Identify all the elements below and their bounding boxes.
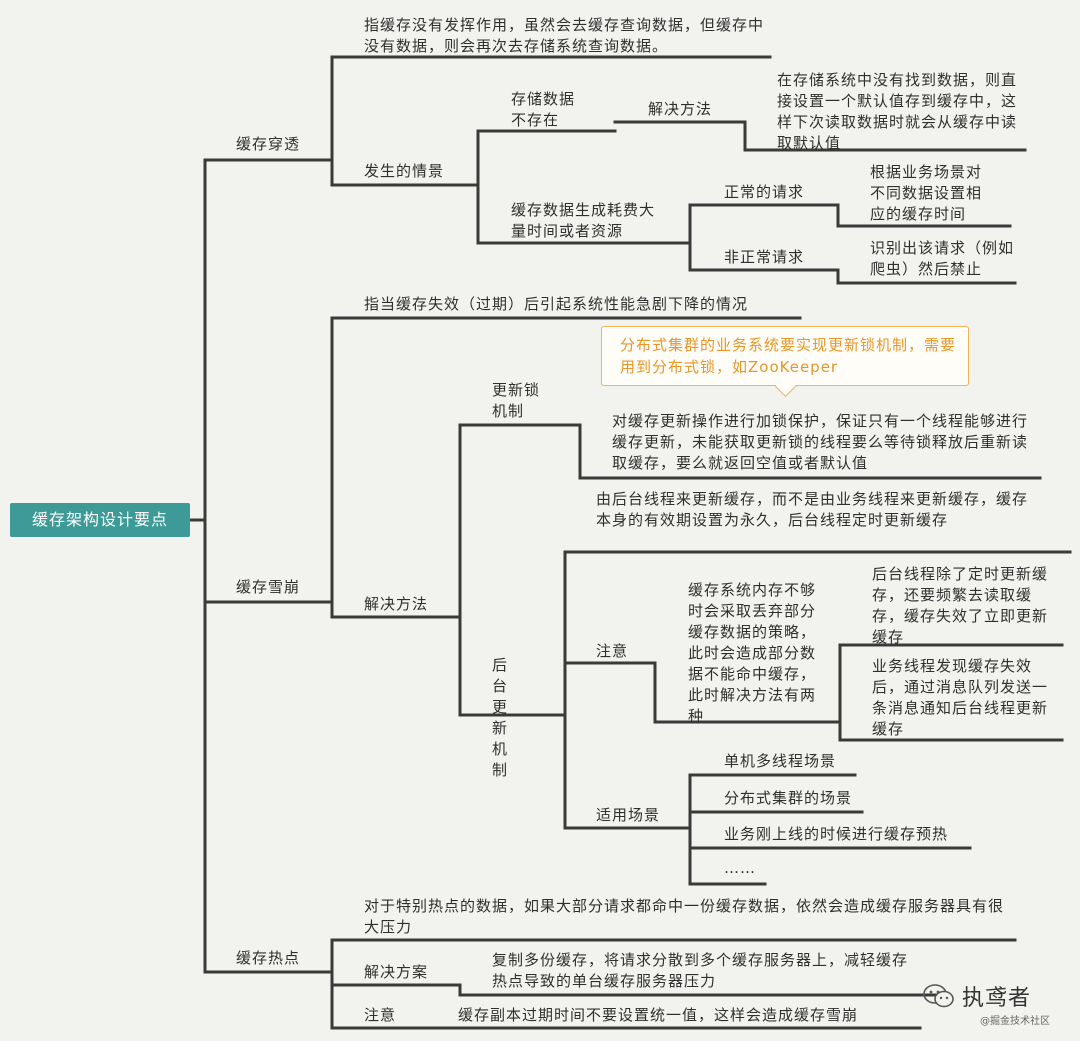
hotspot-solution: 解决方案 [364, 963, 429, 981]
avalanche-definition: 指当缓存失效（过期）后引起系统性能急剧下降的情况 [364, 295, 749, 313]
callout-text: 分布式集群的业务系统要实现更新锁机制，需要用到分布式锁，如ZooKeeper [620, 336, 957, 376]
scene-item: 单机多线程场景 [724, 752, 837, 770]
node-cache-hotspot: 缓存热点 [236, 949, 301, 967]
callout-distributed-lock: 分布式集群的业务系统要实现更新锁机制，需要用到分布式锁，如ZooKeeper [601, 326, 969, 398]
watermark-sub: @掘金技术社区 [980, 1016, 1050, 1027]
background-update-mechanism: 后台更新机制 [492, 656, 509, 779]
applicable-scenes: 适用场景 [596, 806, 661, 824]
note-option-2: 业务线程发现缓存失效后，通过消息队列发送一条消息通知后台线程更新缓存 [872, 657, 1049, 738]
case-data-not-exist: 存储数据不存在 [511, 90, 576, 129]
case-costly-generation: 缓存数据生成耗费大量时间或者资源 [511, 201, 656, 240]
normal-request: 正常的请求 [724, 183, 805, 201]
background-update-text: 由后台线程来更新缓存，而不是由业务线程来更新缓存，缓存本身的有效期设置为永久，后… [596, 490, 1029, 529]
node-cache-penetration: 缓存穿透 [236, 135, 301, 153]
scene-item: 业务刚上线的时候进行缓存预热 [724, 825, 949, 843]
hotspot-note-text: 缓存副本过期时间不要设置统一值，这样会造成缓存雪崩 [458, 1006, 859, 1024]
normal-request-text: 根据业务场景对不同数据设置相应的缓存时间 [870, 163, 983, 223]
update-lock-text: 对缓存更新操作进行加锁保护，保证只有一个线程能够进行缓存更新，未能获取更新锁的线… [612, 412, 1029, 472]
penetration-scenario: 发生的情景 [364, 162, 445, 180]
abnormal-request-text: 识别出该请求（例如爬虫）然后禁止 [870, 239, 1015, 278]
watermark-name: 执鸢者 [962, 986, 1032, 1011]
node-cache-avalanche: 缓存雪崩 [236, 578, 301, 596]
avalanche-note-text: 缓存系统内存不够时会采取丢弃部分缓存数据的策略，此时会造成部分数据不能命中缓存，… [688, 581, 817, 725]
penetration-solution: 解决方法 [648, 100, 713, 118]
hotspot-note: 注意 [364, 1006, 397, 1024]
penetration-solution-text: 在存储系统中没有找到数据，则直接设置一个默认值存到缓存中，这样下次读取数据时就会… [777, 71, 1018, 152]
scene-item: …… [724, 859, 756, 877]
update-lock-mechanism: 更新锁机制 [492, 381, 541, 420]
penetration-definition: 指缓存没有发挥作用，虽然会去缓存查询数据，但缓存中没有数据，则会再次去存储系统查… [364, 16, 765, 55]
root-node: 缓存架构设计要点 [10, 503, 190, 537]
note-option-1: 后台线程除了定时更新缓存，还要频繁去读取缓存，缓存失效了立即更新缓存 [872, 565, 1049, 646]
wechat-icon [923, 984, 954, 1008]
hotspot-definition: 对于特别热点的数据，如果大部分请求都命中一份缓存数据，依然会造成缓存服务器具有很… [364, 897, 1005, 936]
scene-item: 分布式集群的场景 [724, 789, 853, 807]
hotspot-solution-text: 复制多份缓存，将请求分散到多个缓存服务器上，减轻缓存热点导致的单台缓存服务器压力 [492, 951, 909, 990]
watermark: 执鸢者 @掘金技术社区 [918, 978, 1068, 1034]
abnormal-request: 非正常请求 [724, 248, 805, 266]
avalanche-note: 注意 [596, 642, 629, 660]
avalanche-solution: 解决方法 [364, 595, 429, 613]
